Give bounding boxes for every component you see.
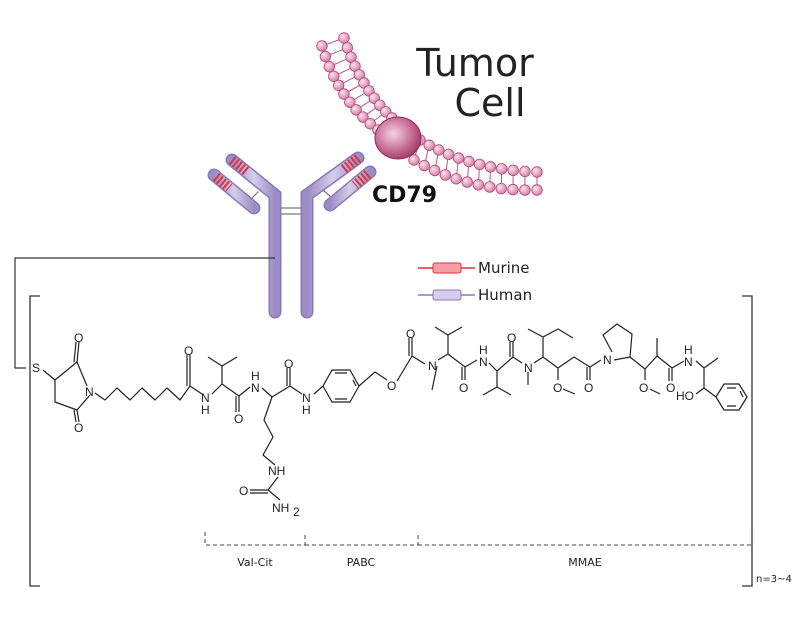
atom-o: O <box>239 484 248 498</box>
segment-mmae: MMAE <box>568 556 602 569</box>
lipid-head <box>484 181 496 193</box>
lipid-head <box>429 164 441 177</box>
tumor-cell-membrane <box>316 32 543 196</box>
title-cell: Cell <box>454 81 525 125</box>
atom-o: O <box>507 331 516 345</box>
lipid-head <box>319 50 332 63</box>
atom-n: N <box>684 355 693 369</box>
lipid-head <box>408 154 420 166</box>
lipid-head <box>357 111 369 123</box>
atom-o: O <box>284 357 293 371</box>
legend-murine-label: Murine <box>478 259 530 277</box>
atom-o: O <box>459 381 468 395</box>
lipid-head <box>450 173 462 185</box>
lipid-head <box>531 184 543 196</box>
lipid-head <box>433 144 445 156</box>
lipid-head <box>423 139 435 151</box>
atom-o: O <box>234 412 243 426</box>
atom-s: S <box>32 361 40 375</box>
lipid-head <box>328 70 340 82</box>
atom-o: O <box>387 379 396 393</box>
drug-linker-structure <box>42 323 748 501</box>
lipid-head <box>316 40 328 52</box>
atom-h: H <box>251 369 260 383</box>
atom-o: O <box>74 421 83 435</box>
atom-h: H <box>684 343 693 357</box>
lipid-head <box>461 176 473 188</box>
lipid-head <box>439 169 452 181</box>
lipid-head <box>338 32 350 44</box>
segment-pabc: PABC <box>347 556 376 569</box>
atom-h: H <box>479 343 488 357</box>
atom-n: N <box>428 359 437 373</box>
legend-human-label: Human <box>478 286 532 304</box>
antibody <box>207 151 377 319</box>
lipid-head <box>418 159 430 172</box>
atom-n: N <box>524 361 533 375</box>
lipid-head <box>472 179 485 191</box>
legend-human: Human <box>418 286 532 304</box>
atom-o: O <box>184 344 193 358</box>
lipid-head <box>519 184 531 196</box>
atom-n: N <box>479 355 488 369</box>
atom-ho: HO <box>676 389 694 403</box>
atom-n: N <box>603 353 612 367</box>
cd79-antigen <box>374 116 422 160</box>
cd79-label: CD79 <box>372 183 437 208</box>
lipid-head <box>507 183 519 196</box>
atom-subscript: 2 <box>293 505 300 519</box>
atom-o: O <box>406 327 415 341</box>
atom-n: N <box>201 391 210 405</box>
lipid-head <box>350 104 362 116</box>
atom-o: O <box>553 381 562 395</box>
atom-o: O <box>74 331 83 345</box>
lipid-head <box>473 158 486 171</box>
title-tumor: Tumor <box>415 41 534 85</box>
lipid-head <box>496 163 508 175</box>
atom-h: H <box>201 403 210 417</box>
lipid-head <box>338 88 350 100</box>
lipid-head <box>452 152 465 164</box>
lipid-head <box>463 155 475 168</box>
lipid-head <box>531 166 543 178</box>
atom-n: N <box>251 381 260 395</box>
lipid-head <box>484 161 497 173</box>
right-bracket <box>742 295 753 587</box>
lipid-head <box>332 79 345 92</box>
atom-o: O <box>584 381 593 395</box>
lipid-head <box>507 164 519 177</box>
atom-n: N <box>85 385 94 399</box>
lipid-head <box>323 60 336 73</box>
segment-brackets <box>204 532 753 546</box>
atom-n: N <box>302 391 311 405</box>
atom-o: O <box>639 381 648 395</box>
atom-h: H <box>302 403 311 417</box>
atom-nh2: NH <box>272 501 289 515</box>
lipid-head <box>442 148 455 160</box>
atom-labels: S O N O O N H O N H O N H NH O NH 2 O O … <box>32 327 694 519</box>
conjugation-line <box>14 257 275 369</box>
lipid-head <box>344 96 356 108</box>
lipid-head <box>495 182 507 195</box>
left-bracket <box>29 295 40 587</box>
legend-murine: Murine <box>418 259 530 277</box>
segment-val-cit: Val-Cit <box>237 556 273 569</box>
lipid-head <box>519 165 531 178</box>
repeat-label: n=3~4 <box>756 574 792 585</box>
atom-nh: NH <box>268 464 285 478</box>
lipid-head <box>364 118 376 130</box>
atom-o: O <box>666 381 675 395</box>
